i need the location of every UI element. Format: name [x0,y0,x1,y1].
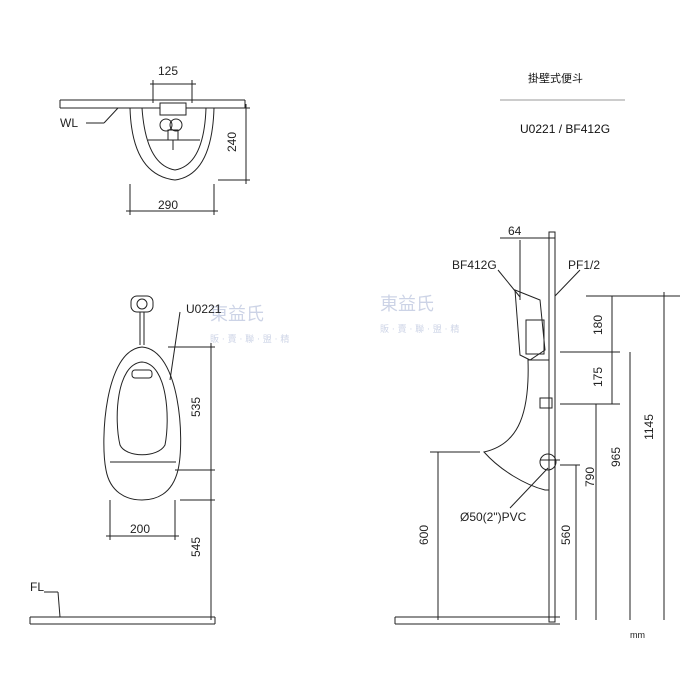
dim-200: 200 [130,522,151,536]
fl-label: FL [30,580,45,594]
side-view [394,231,680,625]
dim-790: 790 [583,466,598,488]
dim-175: 175 [591,366,606,388]
watermark-1: 東益氏販 · 賣 · 聯 · 盟 · 精 [210,304,290,345]
model-number: U0221 / BF412G [520,122,611,136]
dim-535: 535 [189,396,204,418]
wl-label: WL [60,116,78,130]
dim-560: 560 [559,524,574,546]
dim-180: 180 [591,314,606,336]
dim-600: 600 [417,524,432,546]
dim-1145: 1145 [641,414,656,440]
pf-label: PF1/2 [568,258,601,272]
bf412g-label: BF412G [452,258,497,272]
watermark-2: 東益氏販 · 賣 · 聯 · 盟 · 精 [380,294,460,335]
dim-240: 240 [225,131,240,153]
dim-64: 64 [508,224,522,238]
dim-965: 965 [609,446,624,468]
dim-125: 125 [158,64,179,78]
units-label: mm [630,630,645,640]
front-view [29,295,216,625]
dim-290: 290 [158,198,179,212]
top-view [59,80,250,215]
pvc-label: Ø50(2")PVC [460,510,527,524]
title-cn: 掛壁式便斗 [528,73,583,85]
u0221-label: U0221 [186,302,222,316]
dim-545: 545 [189,536,204,558]
